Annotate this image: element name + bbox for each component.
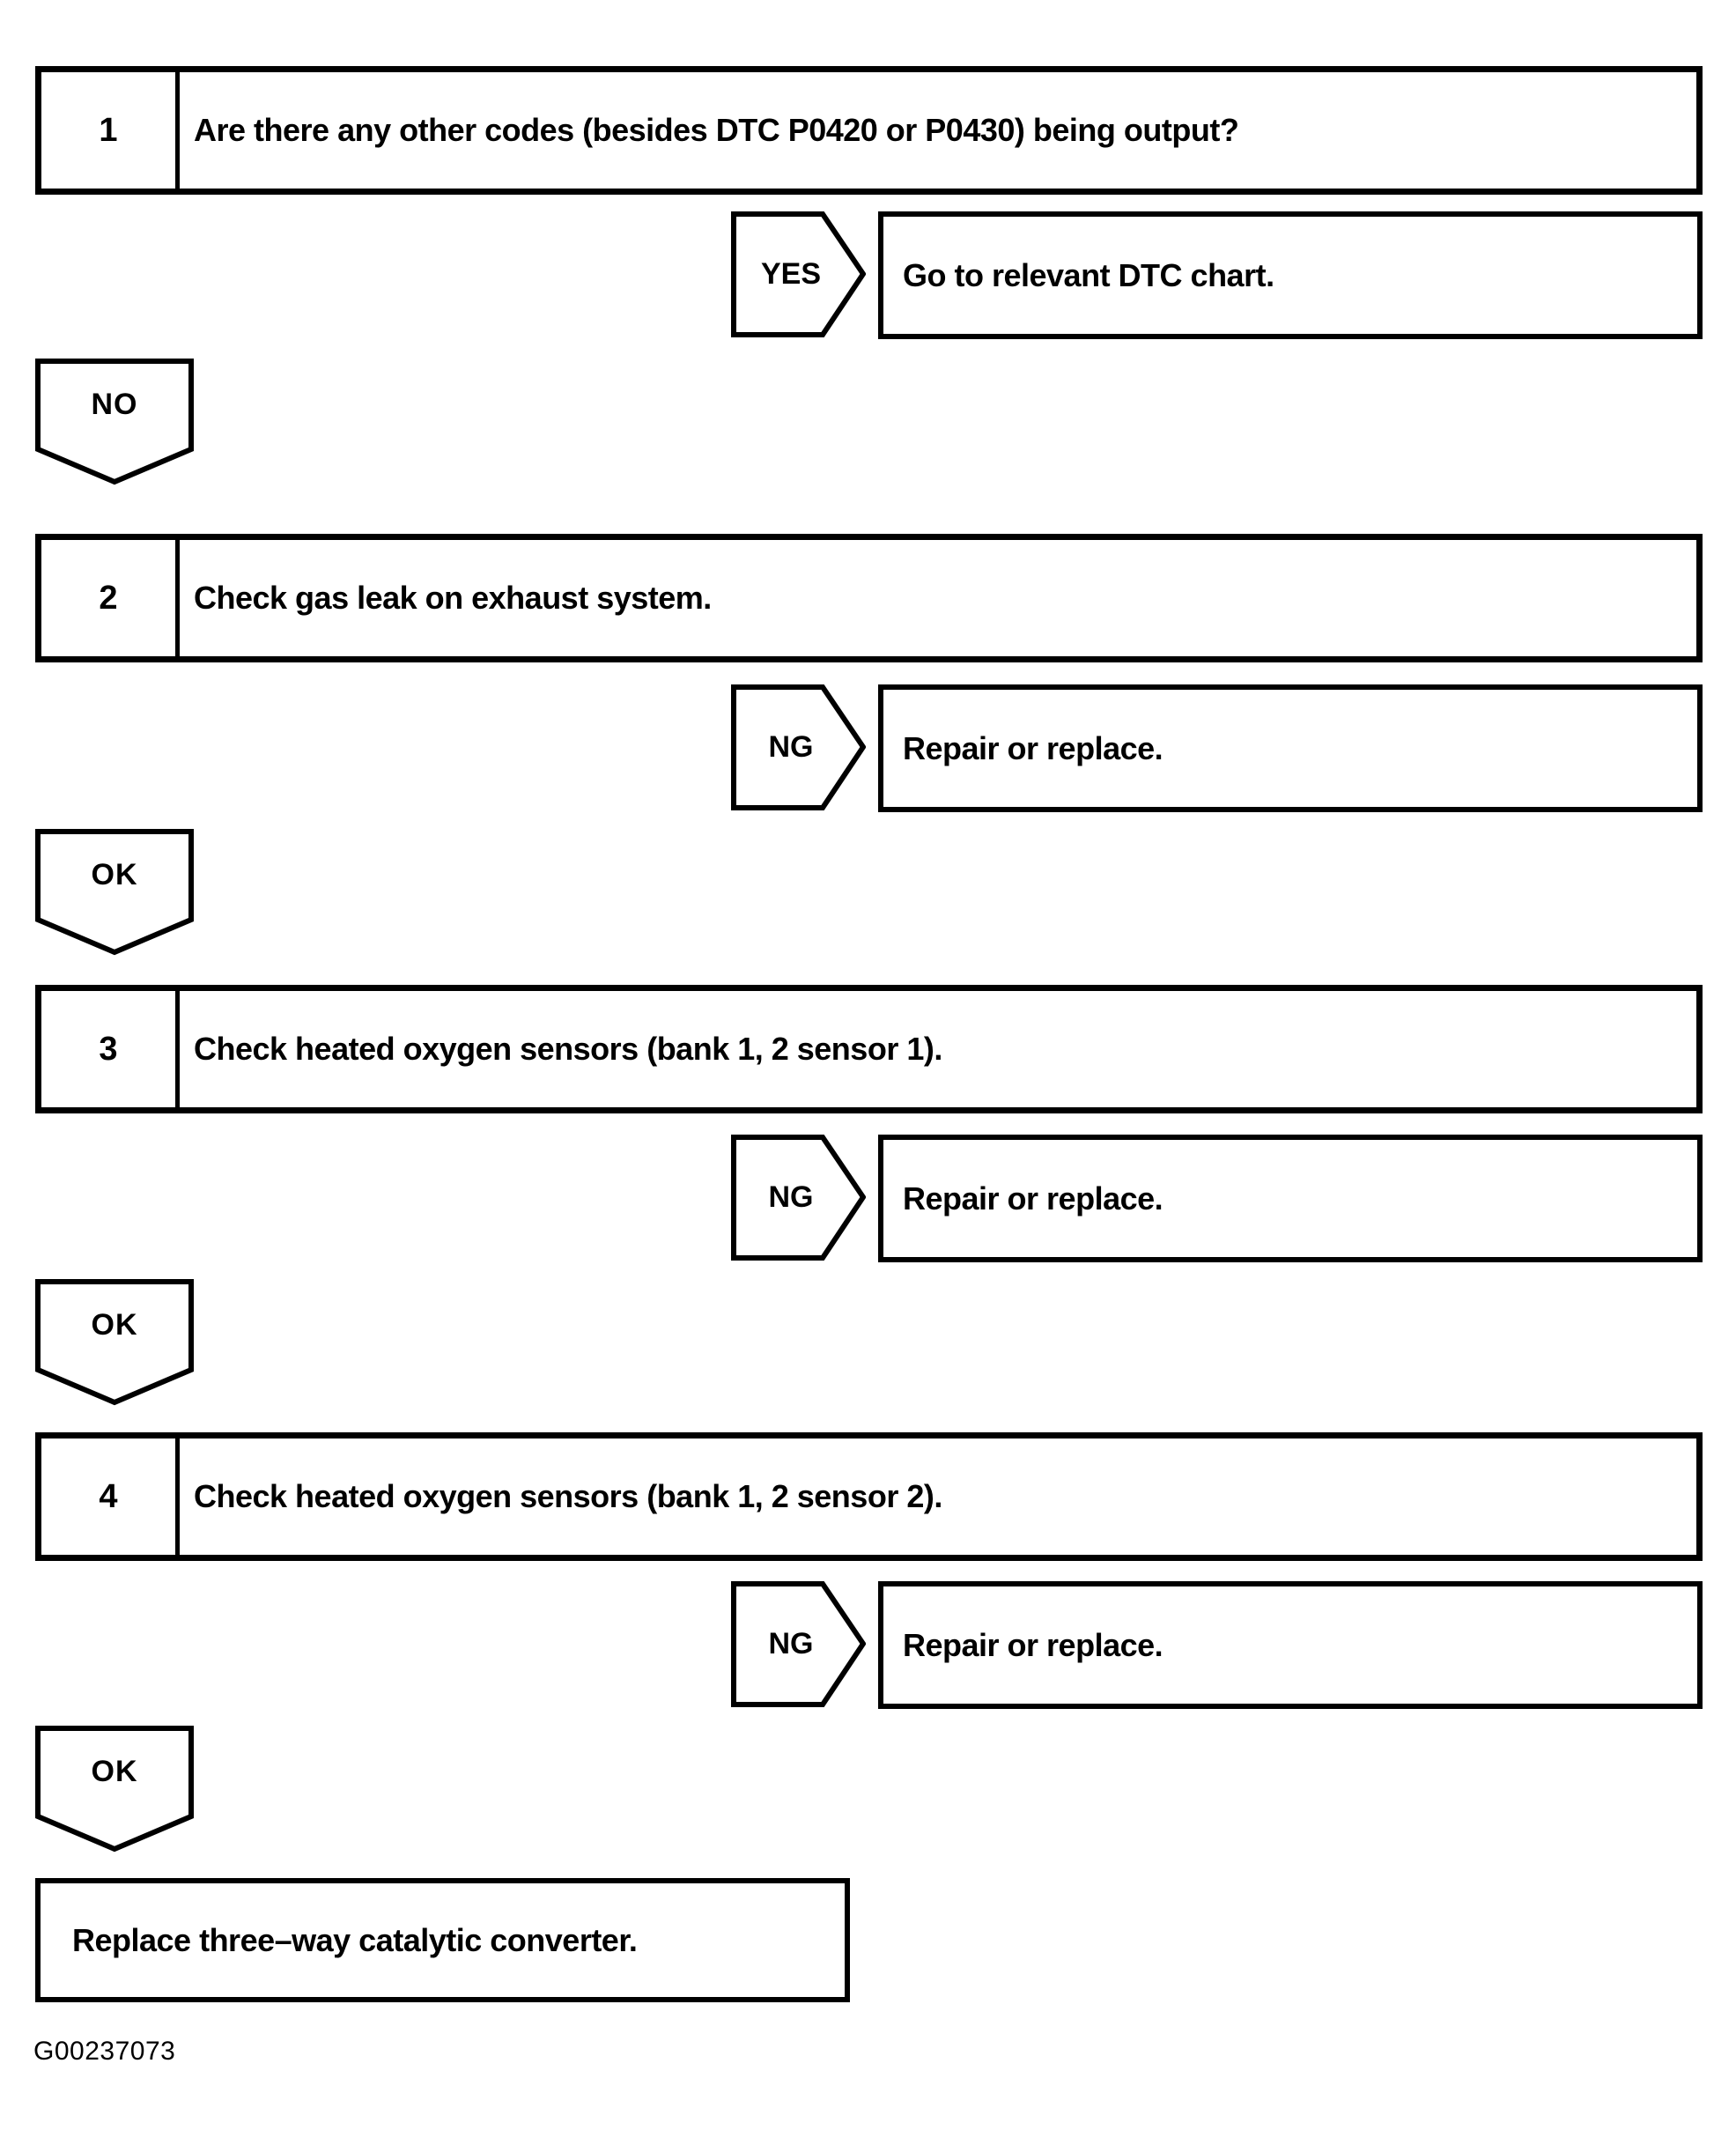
- pentagon-down-icon: [35, 1279, 194, 1406]
- step-4-branch-tag: NG: [731, 1581, 866, 1707]
- step-4-branch-row: NG Repair or replace.: [0, 1581, 1736, 1709]
- pentagon-right-icon: [731, 211, 866, 337]
- step-1-branch-row: YES Go to relevant DTC chart.: [0, 211, 1736, 339]
- pentagon-down-icon: [35, 829, 194, 956]
- step-1-continue-label: NO: [91, 387, 138, 421]
- step-4-result-box: Repair or replace.: [878, 1581, 1703, 1709]
- pentagon-right-icon: [731, 684, 866, 810]
- step-4-number: 4: [41, 1438, 180, 1555]
- step-4-continue-tag: OK: [35, 1726, 194, 1853]
- step-3-branch-row: NG Repair or replace.: [0, 1135, 1736, 1262]
- step-1-result-text: Go to relevant DTC chart.: [903, 256, 1274, 293]
- step-3-continue-label: OK: [91, 1307, 138, 1342]
- step-2-continue-label: OK: [91, 857, 138, 891]
- step-1-result-box: Go to relevant DTC chart.: [878, 211, 1703, 339]
- step-3-number: 3: [41, 991, 180, 1107]
- step-4-continue-label: OK: [91, 1754, 138, 1788]
- step-2-result-box: Repair or replace.: [878, 684, 1703, 812]
- step-1-question: Are there any other codes (besides DTC P…: [194, 112, 1239, 148]
- step-2-branch-label: NG: [768, 730, 814, 764]
- step-3-box: 3 Check heated oxygen sensors (bank 1, 2…: [35, 985, 1703, 1113]
- step-1-branch-label: YES: [760, 257, 822, 291]
- step-4-question: Check heated oxygen sensors (bank 1, 2 s…: [194, 1478, 942, 1514]
- pentagon-right-icon: [731, 1581, 866, 1707]
- step-1-number: 1: [41, 72, 180, 189]
- pentagon-down-icon: [35, 1726, 194, 1853]
- pentagon-right-icon: [731, 1135, 866, 1261]
- step-2-result-text: Repair or replace.: [903, 729, 1163, 766]
- step-3-result-box: Repair or replace.: [878, 1135, 1703, 1262]
- step-3-branch-tag: NG: [731, 1135, 866, 1261]
- final-action-box: Replace three–way catalytic converter.: [35, 1878, 850, 2002]
- step-4-box: 4 Check heated oxygen sensors (bank 1, 2…: [35, 1432, 1703, 1561]
- step-2-branch-row: NG Repair or replace.: [0, 684, 1736, 812]
- step-2-number: 2: [41, 540, 180, 656]
- step-1-box: 1 Are there any other codes (besides DTC…: [35, 66, 1703, 195]
- step-2-box: 2 Check gas leak on exhaust system.: [35, 534, 1703, 662]
- step-3-branch-label: NG: [768, 1180, 814, 1214]
- step-1-continue-tag: NO: [35, 359, 194, 485]
- pentagon-down-icon: [35, 359, 194, 485]
- step-3-continue-tag: OK: [35, 1279, 194, 1406]
- step-2-branch-tag: NG: [731, 684, 866, 810]
- final-action-text: Replace three–way catalytic converter.: [72, 1921, 638, 1958]
- step-4-result-text: Repair or replace.: [903, 1626, 1163, 1663]
- step-2-continue-tag: OK: [35, 829, 194, 956]
- step-1-branch-tag: YES: [731, 211, 866, 337]
- step-4-branch-label: NG: [768, 1627, 814, 1660]
- figure-label: G00237073: [33, 2037, 176, 2066]
- step-3-result-text: Repair or replace.: [903, 1180, 1163, 1217]
- step-3-question: Check heated oxygen sensors (bank 1, 2 s…: [194, 1031, 942, 1067]
- step-2-question: Check gas leak on exhaust system.: [194, 580, 712, 616]
